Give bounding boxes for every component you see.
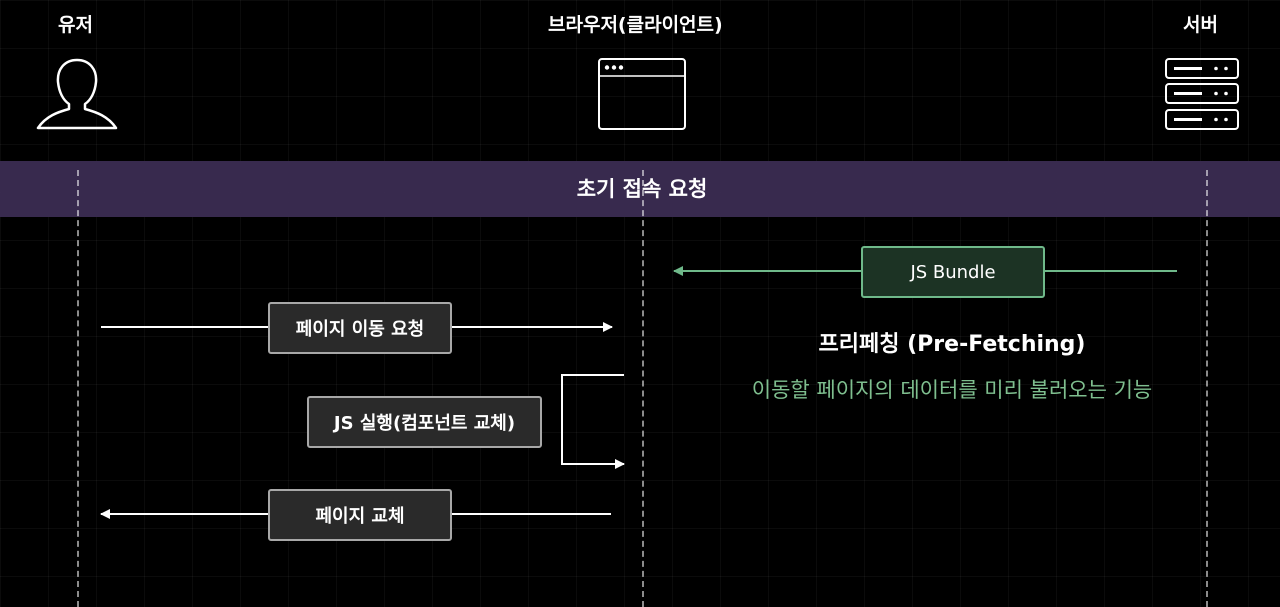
prefetch-description: 이동할 페이지의 데이터를 미리 불러오는 기능: [751, 378, 1153, 402]
js-bundle-box: JS Bundle: [861, 246, 1045, 298]
actor-user-label: 유저: [58, 14, 93, 36]
server-icon: [1165, 58, 1239, 130]
initial-request-band: [0, 161, 1280, 217]
browser-lifeline: [642, 170, 644, 607]
prefetch-title: 프리페칭 (Pre-Fetching): [818, 332, 1086, 357]
actor-browser-label: 브라우저(클라이언트): [548, 14, 723, 36]
user-lifeline: [77, 170, 79, 607]
nav-request-box: 페이지 이동 요청: [268, 302, 452, 354]
actor-server-label: 서버: [1183, 14, 1218, 36]
browser-window-icon: [598, 58, 686, 130]
initial-request-label: 초기 접속 요청: [576, 177, 708, 201]
server-lifeline: [1206, 170, 1208, 607]
page-swap-box: 페이지 교체: [268, 489, 452, 541]
js-exec-loop-arrow: [561, 374, 625, 469]
js-exec-box: JS 실행(컴포넌트 교체): [307, 396, 542, 448]
user-icon: [36, 58, 118, 130]
